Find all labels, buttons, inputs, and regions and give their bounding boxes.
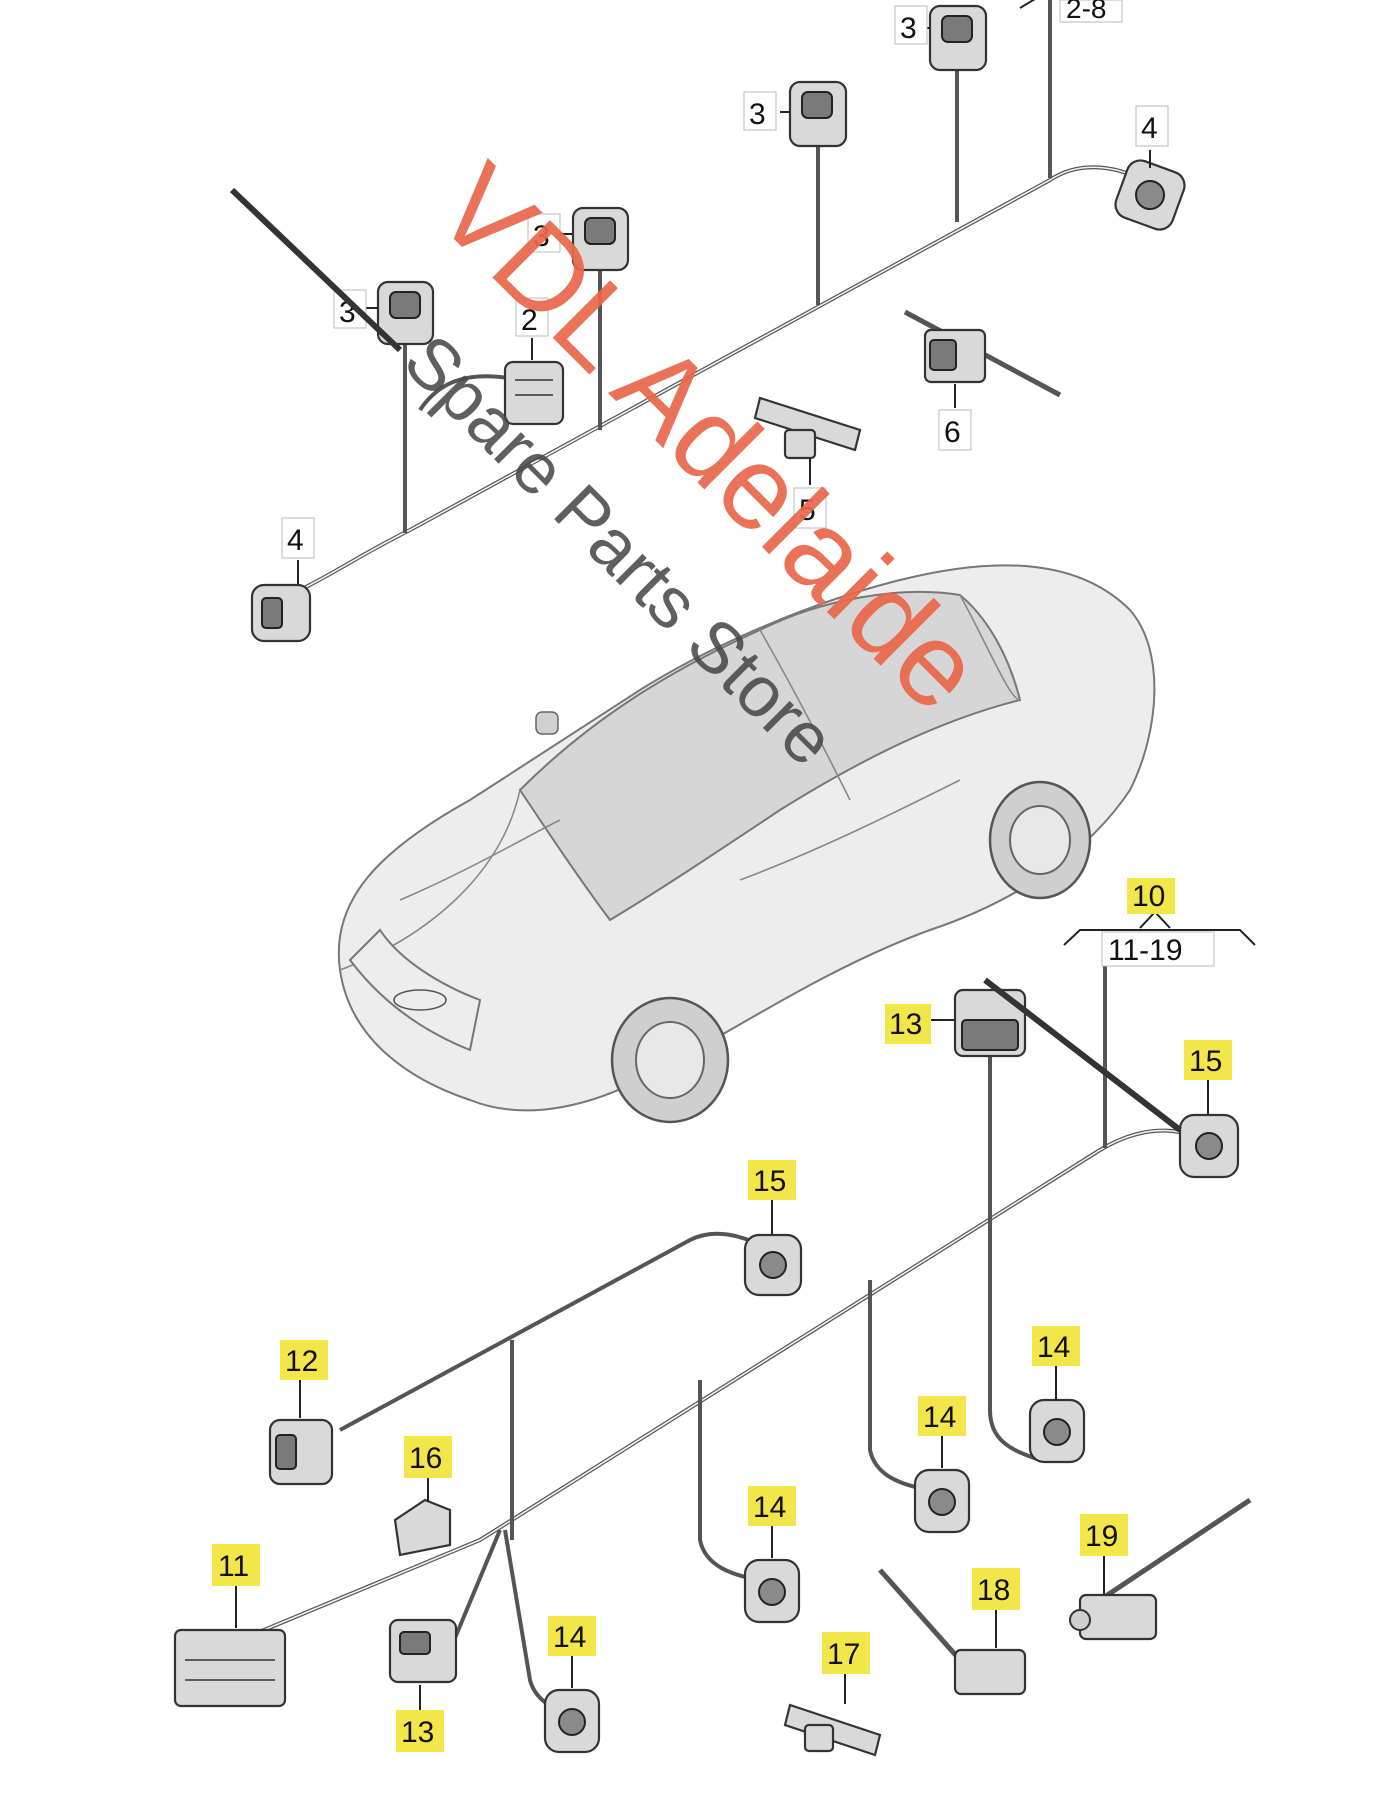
connector-2: [503, 360, 565, 426]
callout-14-d: 14: [553, 1621, 586, 1654]
connector-3-top: [928, 4, 988, 72]
callout-15-mid: 15: [753, 1165, 786, 1198]
callout-18: 18: [977, 1574, 1010, 1607]
connector-14-d: [543, 1688, 601, 1754]
car-illustration: [337, 564, 1156, 1124]
sensor-19: [1069, 1497, 1252, 1641]
connector-14-b: [913, 1468, 971, 1534]
connector-16: [393, 1498, 452, 1557]
connector-12: [268, 1418, 334, 1486]
callout-13-lower: 13: [401, 1716, 434, 1749]
callout-14-a: 14: [1037, 1331, 1070, 1364]
callout-4-right: 4: [1141, 112, 1158, 145]
bottom-callouts: 10 11-19 13 15 15 14 14 14 14 12 16 11 1…: [212, 878, 1232, 1752]
connector-15-mid: [743, 1233, 803, 1297]
callout-6: 6: [944, 416, 961, 449]
callout-5: 5: [799, 494, 816, 527]
callout-16: 16: [409, 1442, 442, 1475]
top-callouts: 3 3 3 3 4 4 2 5 6 2-8: [281, 0, 1169, 559]
connector-4-right: [1114, 159, 1186, 231]
connector-3-mid: [571, 206, 630, 272]
callout-14-c: 14: [753, 1491, 786, 1524]
sensor-6: [903, 309, 1062, 398]
group-range-bottom: 11-19: [1108, 934, 1183, 967]
callout-11: 11: [218, 1550, 249, 1583]
callout-19: 19: [1085, 1520, 1118, 1553]
connector-4-left: [250, 583, 312, 643]
callout-10: 10: [1132, 880, 1165, 913]
upper-wiring-harness: [299, 0, 1152, 592]
connector-14-c: [743, 1558, 801, 1624]
callout-17: 17: [827, 1638, 860, 1671]
callout-3-mid: 3: [533, 220, 550, 253]
callout-12: 12: [285, 1345, 318, 1378]
callout-14-b: 14: [923, 1401, 956, 1434]
callout-4-left: 4: [287, 524, 304, 557]
connector-14-a: [1028, 1398, 1086, 1464]
connector-3-left: [376, 280, 435, 346]
connector-11: [173, 1628, 287, 1708]
bracket-17: [783, 1703, 882, 1757]
connector-3-upper: [788, 80, 848, 148]
callout-15-right: 15: [1189, 1045, 1222, 1078]
connector-13-lower: [388, 1618, 458, 1684]
bracket-5: [753, 396, 862, 460]
sensor-18: [878, 1568, 1027, 1696]
connector-13-upper: [953, 988, 1027, 1058]
callout-3-top: 3: [900, 12, 917, 45]
bottom-leader-lines: [235, 910, 1256, 1710]
connector-15-right: [1178, 1113, 1240, 1179]
callout-2: 2: [521, 304, 538, 337]
callout-13-upper: 13: [889, 1008, 922, 1041]
group-range-top: 2-8: [1066, 0, 1106, 24]
callout-3-upper: 3: [749, 98, 766, 131]
